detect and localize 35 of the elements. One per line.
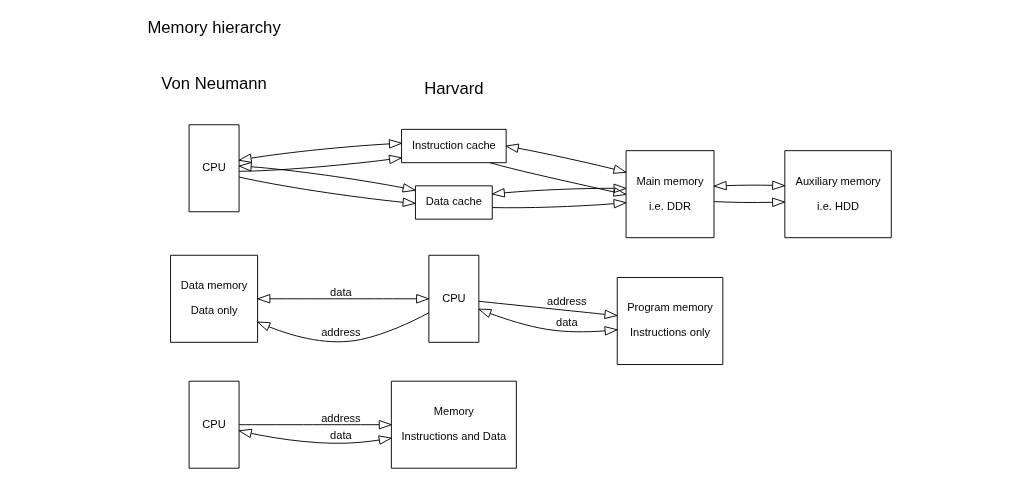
node-box: Data memory Data only	[169, 254, 258, 343]
arrow	[491, 183, 626, 198]
node-box: Data cache	[414, 185, 493, 220]
node-box: Main memory i.e. DDR	[625, 150, 714, 239]
arrow	[713, 180, 785, 191]
label: Von Neumann	[160, 74, 267, 93]
arrow	[238, 176, 416, 207]
node-box: CPU	[427, 254, 479, 343]
label: Memory hierarchy	[146, 17, 281, 37]
edge-label: address	[546, 294, 587, 307]
node-box: Auxiliary memory i.e. HDD	[783, 150, 892, 239]
edge-label: address	[320, 326, 361, 339]
node-box: Program memory Instructions only	[616, 277, 723, 365]
node-box: Memory Instructions and Data	[390, 380, 517, 469]
node-box: CPU	[188, 380, 240, 469]
arrow	[238, 420, 392, 430]
arrow	[489, 162, 626, 197]
edge-label: data	[329, 285, 352, 298]
node-box: CPU	[188, 124, 240, 213]
arrow	[256, 312, 429, 343]
arrow	[491, 199, 626, 209]
arrow	[238, 139, 402, 163]
node-box: Instruction cache	[400, 128, 507, 164]
edge-label: data	[329, 429, 352, 442]
arrow	[478, 300, 617, 319]
arrow	[713, 197, 785, 207]
arrow	[238, 428, 392, 445]
arrow	[238, 154, 402, 172]
arrow	[505, 143, 626, 174]
edge-label: address	[320, 411, 361, 424]
arrow	[256, 294, 429, 304]
edge-label: data	[555, 316, 578, 329]
arrow	[238, 162, 416, 193]
label: Harvard	[423, 78, 483, 98]
arrow	[477, 308, 618, 336]
